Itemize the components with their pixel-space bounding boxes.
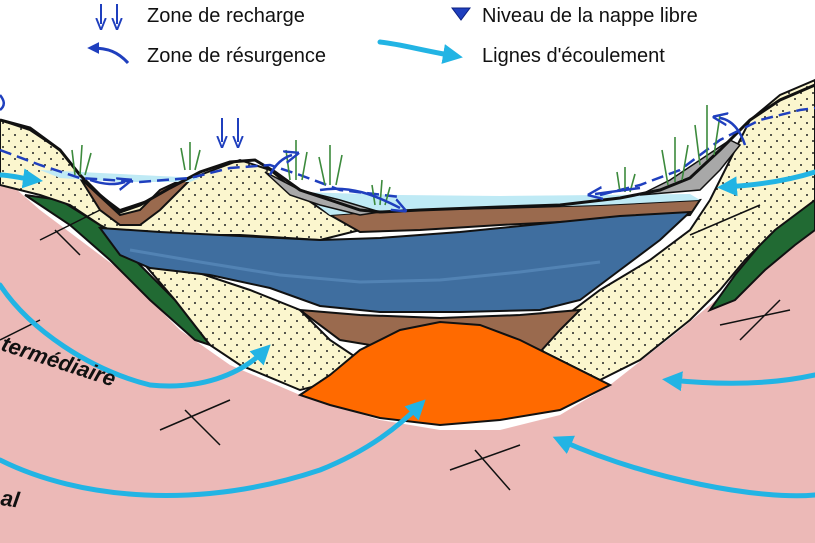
legend-resurgence-label: Zone de résurgence xyxy=(147,45,326,67)
legend-water-table-label: Niveau de la nappe libre xyxy=(482,5,698,27)
aquifer-highlight xyxy=(129,248,601,284)
vegetation xyxy=(71,105,721,206)
confined-aquifer xyxy=(97,210,693,313)
water-table-line xyxy=(0,106,815,199)
resurgence-arrows xyxy=(0,94,747,208)
ground-surface xyxy=(0,83,815,214)
recharge-arrows xyxy=(222,118,238,142)
triangle-down-icon xyxy=(451,7,471,21)
clay-layer xyxy=(79,177,194,226)
cyan-arrow-icon xyxy=(377,39,463,64)
fracture-marks xyxy=(0,204,791,491)
curved-arrow-icon xyxy=(87,42,130,65)
flow-lines xyxy=(0,168,815,499)
legend-recharge-label: Zone de recharge xyxy=(147,5,305,27)
bedrock-layer xyxy=(0,175,815,543)
legend-flow-lines-label: Lignes d'écoulement xyxy=(482,45,665,67)
double-down-arrow-icon xyxy=(101,4,117,24)
legend: Zone de recharge Niveau de la nappe libr… xyxy=(87,4,698,67)
zone-label-regional: al xyxy=(0,485,22,512)
